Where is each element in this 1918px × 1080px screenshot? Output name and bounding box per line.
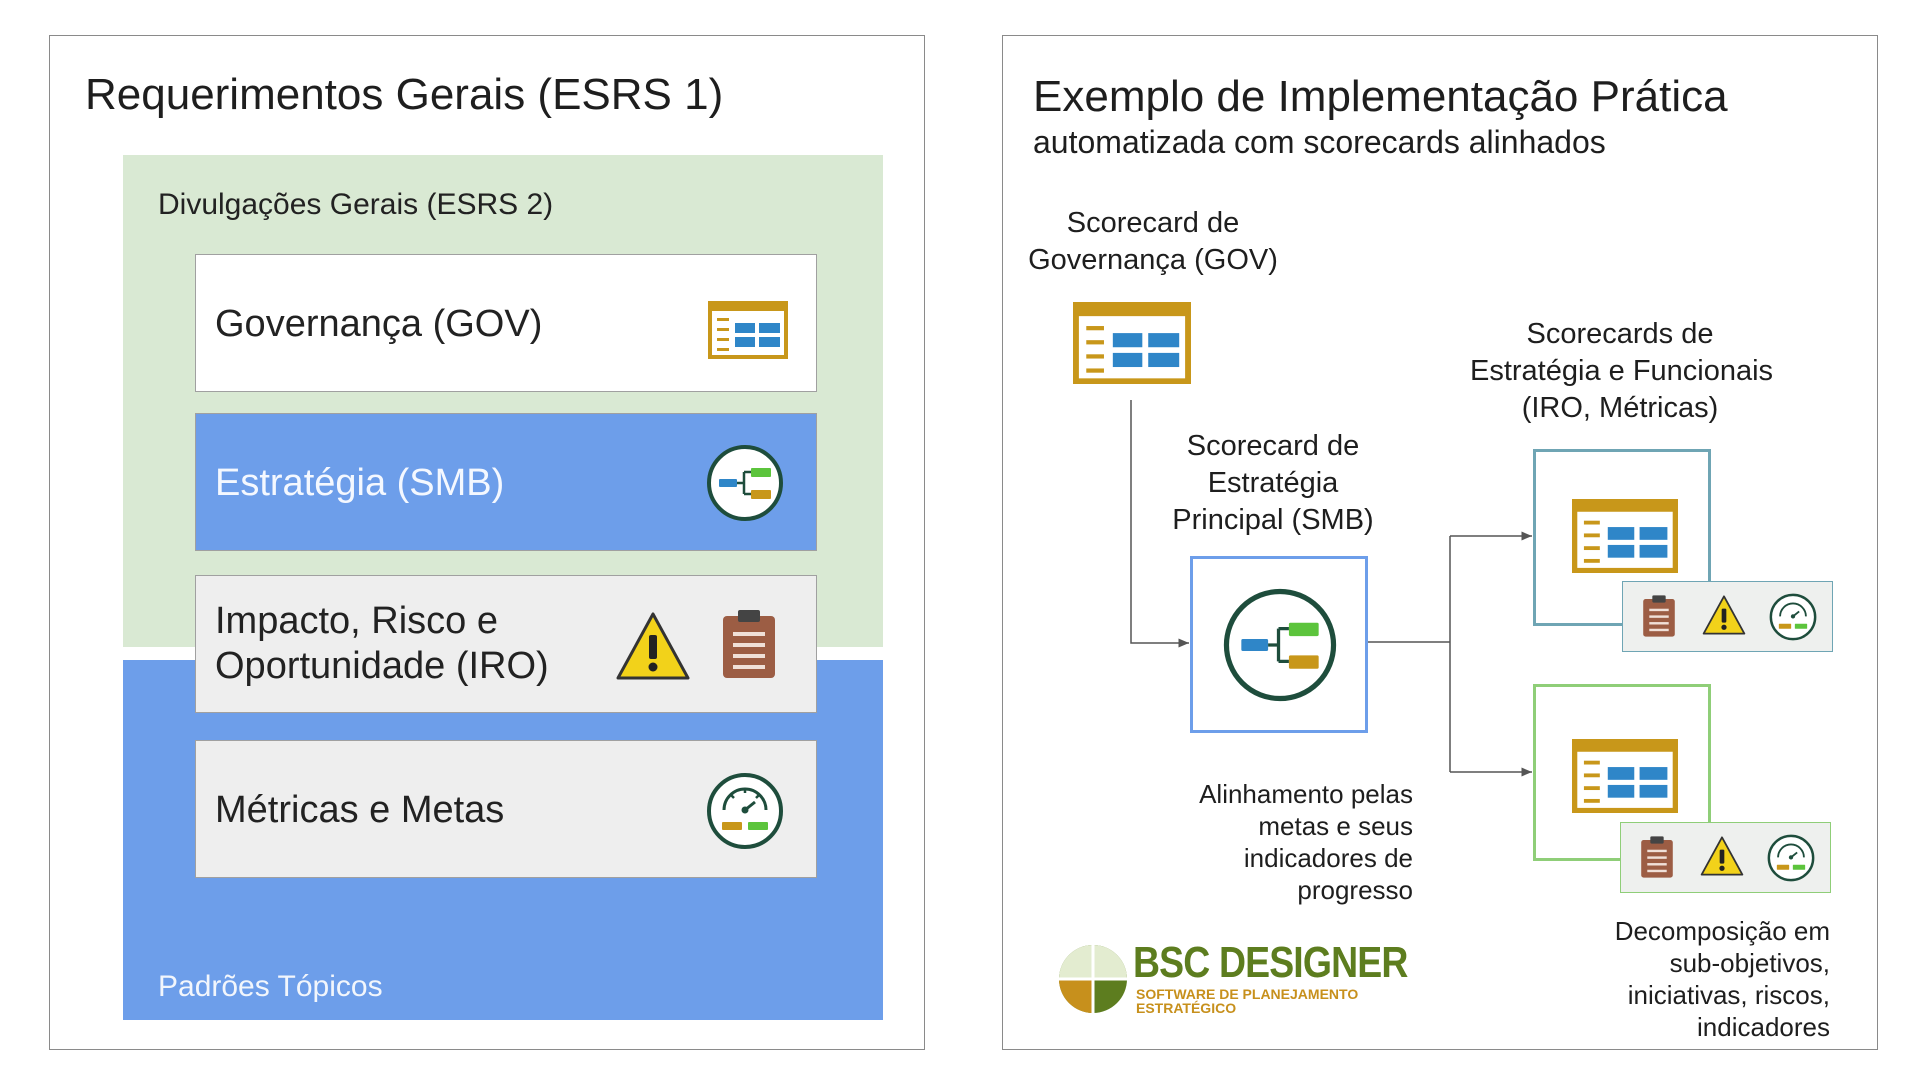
metrics-card-label: Métricas e Metas [215, 789, 505, 831]
strategy-map-icon [1223, 588, 1337, 702]
functional-scorecard-1-indicators [1622, 581, 1833, 652]
alignment-note-line3: indicadores de [1243, 843, 1413, 873]
bsc-designer-logo-icon [1059, 945, 1127, 1013]
left-panel-title: Requerimentos Gerais (ESRS 1) [85, 70, 724, 119]
decomposition-note-line3: iniciativas, riscos, [1627, 980, 1830, 1010]
warning-icon [1702, 595, 1746, 635]
gauge-icon [707, 773, 783, 849]
scorecard-icon [708, 301, 788, 359]
logo-name: BSC DESIGNER [1133, 938, 1408, 987]
smb-scorecard-label-line3: Principal (SMB) [1172, 504, 1374, 536]
iro-card[interactable]: Impacto, Risco e Oportunidade (IRO) [195, 575, 817, 713]
functional-scorecards-label-line1: Scorecards de [1526, 318, 1714, 350]
governance-card-label: Governança (GOV) [215, 303, 543, 345]
decomposition-note-line1: Decomposição em [1614, 916, 1830, 946]
governance-card[interactable]: Governança (GOV) [195, 254, 817, 392]
gov-scorecard-label-line1: Scorecard de [1066, 207, 1240, 239]
clipboard-icon [1641, 836, 1673, 878]
iro-card-label-line1: Impacto, Risco e [215, 600, 498, 642]
scorecard-icon [1572, 739, 1678, 813]
topical-standards-label: Padrões Tópicos [158, 970, 383, 1003]
strategy-card[interactable]: Estratégia (SMB) [195, 413, 817, 551]
functional-scorecards-label-line3: (IRO, Métricas) [1521, 392, 1719, 424]
alignment-note-line4: progresso [1297, 875, 1413, 905]
gov-scorecard-icon[interactable] [1073, 302, 1191, 384]
gauge-icon [1769, 593, 1817, 641]
smb-scorecard-box[interactable] [1190, 556, 1368, 733]
general-disclosures-label: Divulgações Gerais (ESRS 2) [158, 188, 554, 221]
decomposition-note-line2: sub-objetivos, [1669, 948, 1830, 978]
logo-tagline-line1: SOFTWARE DE PLANEJAMENTO [1136, 986, 1359, 1002]
functional-scorecards-label-line2: Estratégia e Funcionais [1470, 355, 1774, 387]
metrics-card[interactable]: Métricas e Metas [195, 740, 817, 878]
clipboard-icon [1643, 595, 1675, 637]
general-disclosures-zone [123, 155, 883, 647]
functional-scorecard-2-indicators [1620, 822, 1831, 893]
gauge-icon [1767, 834, 1815, 882]
strategy-map-icon [707, 445, 783, 521]
clipboard-icon [723, 610, 775, 678]
iro-card-label-line2: Oportunidade (IRO) [215, 645, 549, 687]
gov-scorecard-label-line2: Governança (GOV) [1028, 244, 1278, 276]
strategy-card-label: Estratégia (SMB) [215, 462, 505, 504]
right-panel-title: Exemplo de Implementação Prática [1033, 72, 1728, 121]
logo-tagline-line2: ESTRATÉGICO [1136, 1000, 1237, 1016]
decomposition-note-line4: indicadores [1697, 1012, 1830, 1042]
alignment-note-line1: Alinhamento pelas [1199, 779, 1413, 809]
warning-icon [1700, 836, 1744, 876]
alignment-note-line2: metas e seus [1258, 811, 1413, 841]
smb-scorecard-label-line1: Scorecard de [1186, 430, 1360, 462]
right-panel-subtitle: automatizada com scorecards alinhados [1033, 124, 1606, 160]
warning-icon [616, 612, 690, 680]
smb-scorecard-label-line2: Estratégia [1207, 467, 1339, 499]
scorecard-icon [1572, 499, 1678, 573]
